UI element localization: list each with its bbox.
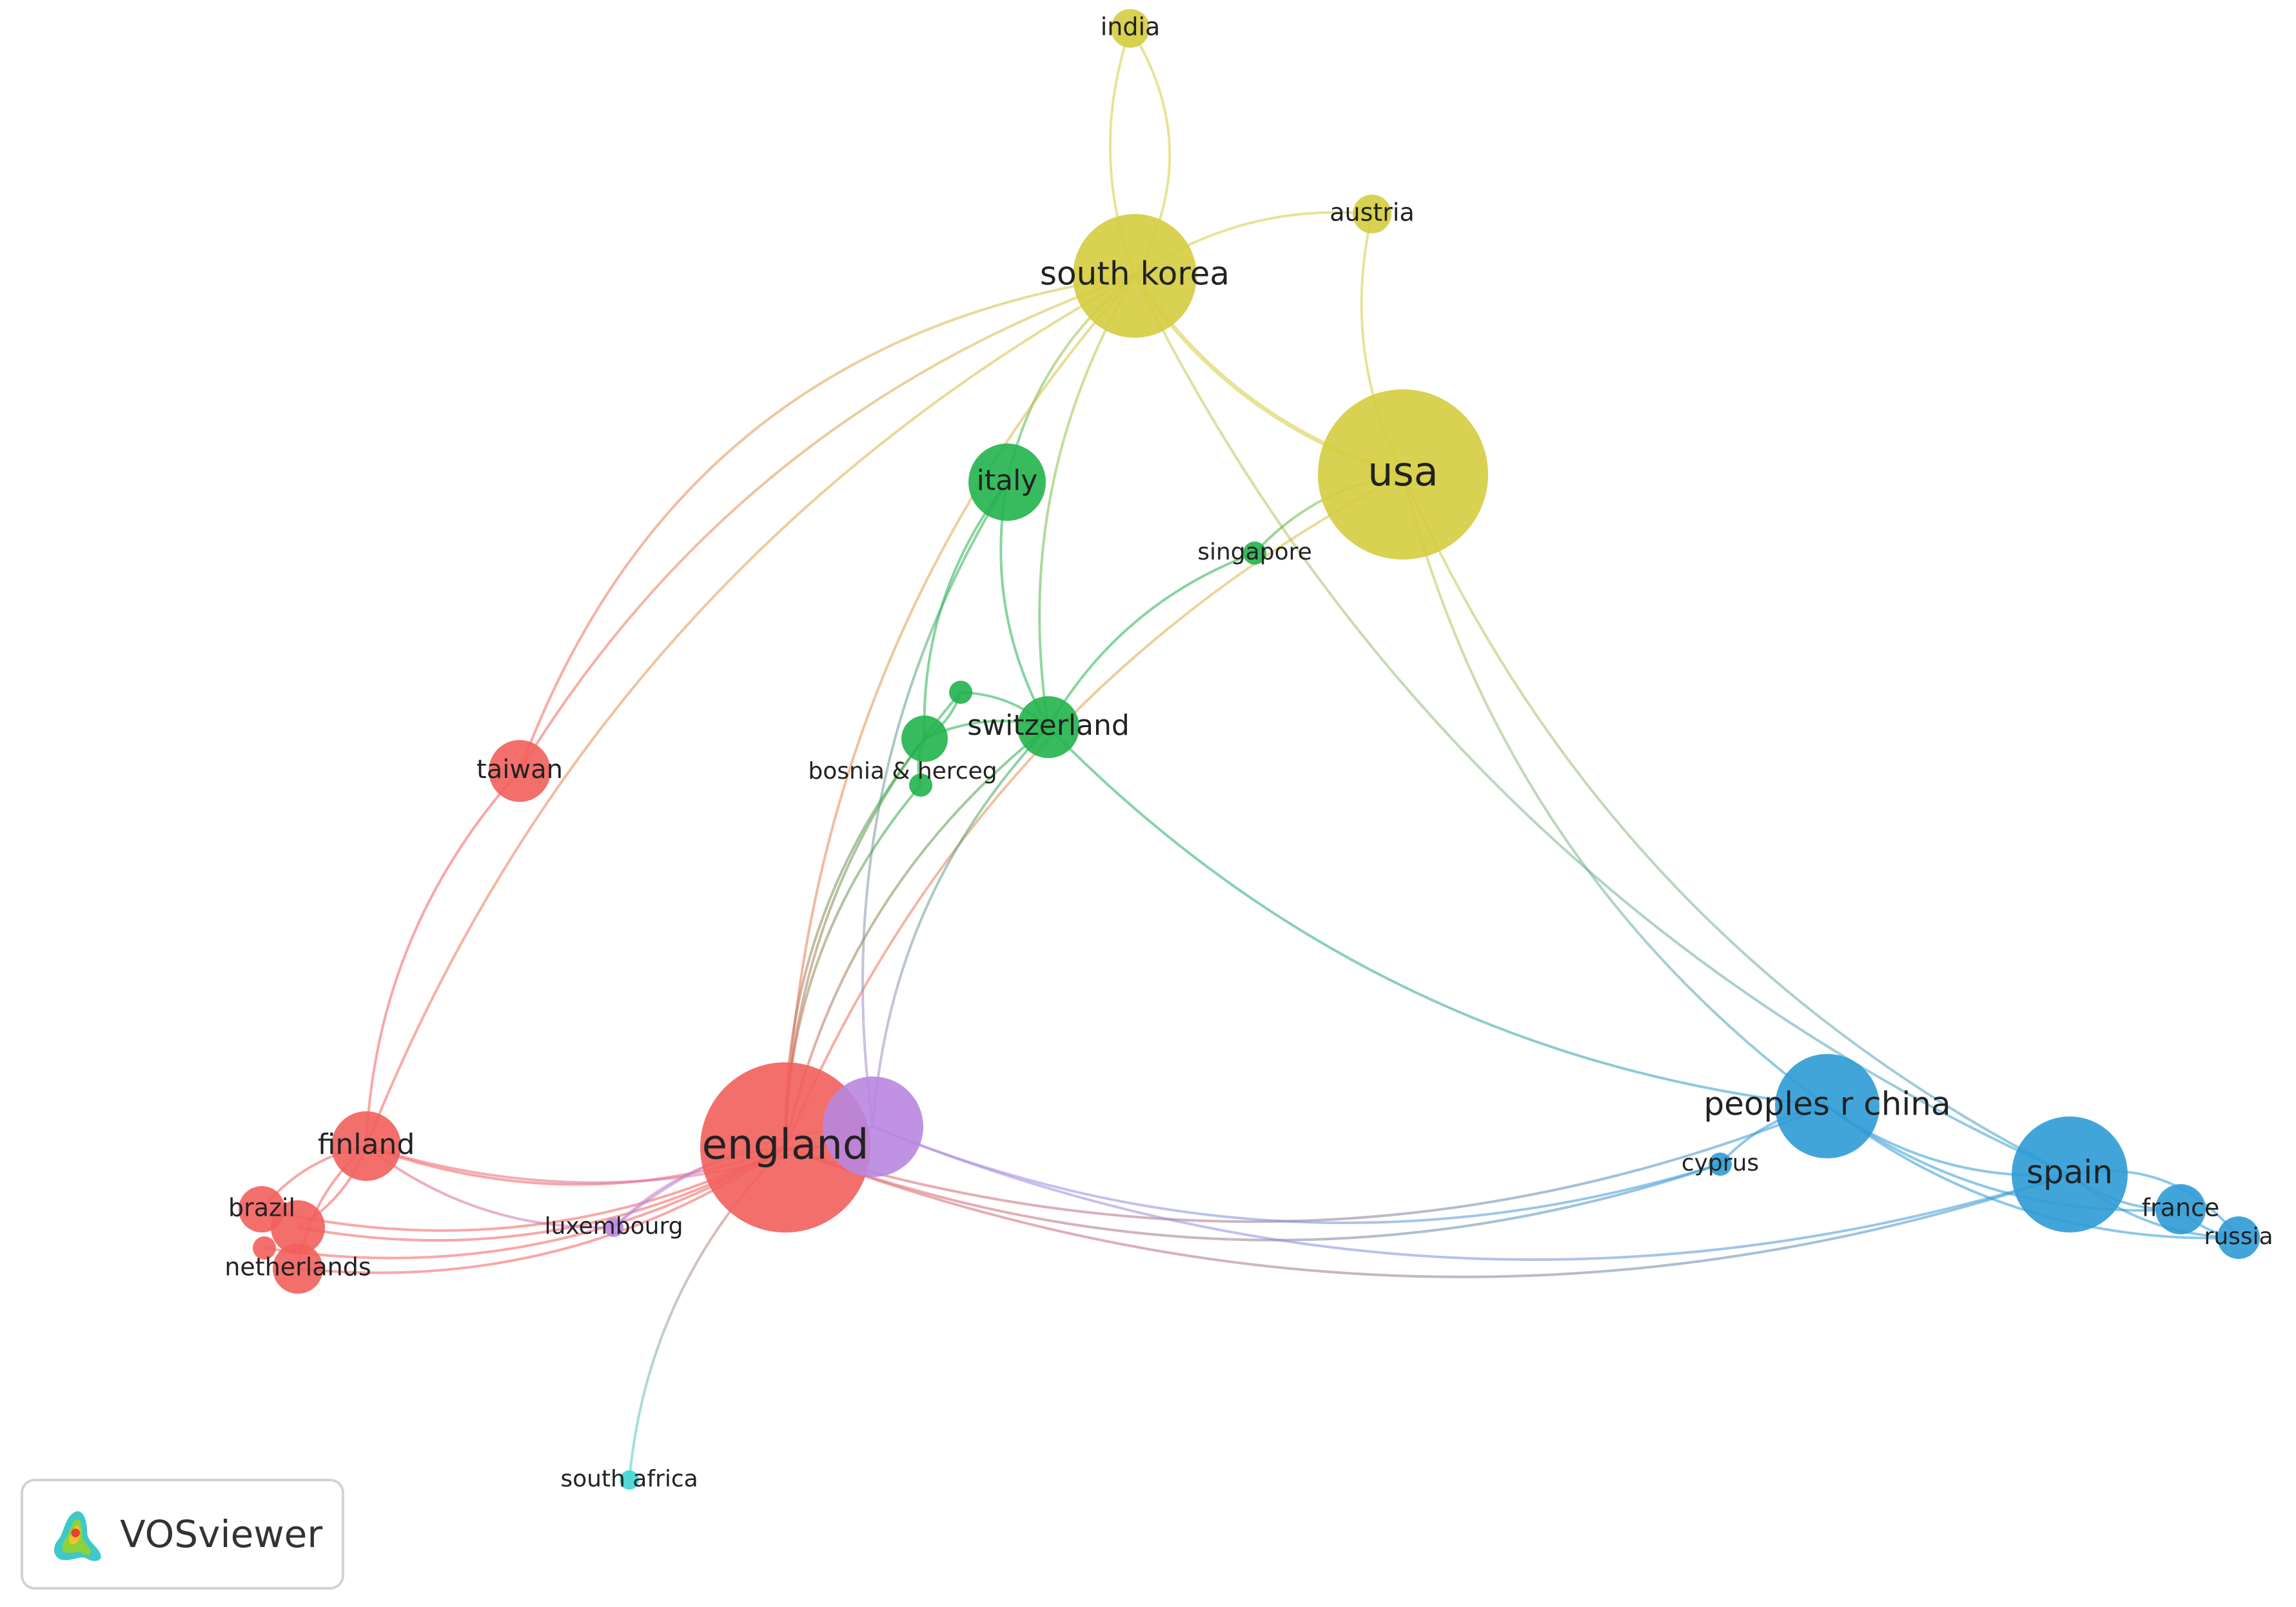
node-south-africa[interactable] (620, 1470, 639, 1490)
node-label-spain: spain (2026, 1154, 2113, 1191)
node-switzerland[interactable] (1017, 696, 1079, 758)
node-label-france: france (2142, 1194, 2220, 1222)
link-china-france (1826, 1105, 2181, 1212)
node-finland[interactable] (331, 1111, 401, 1181)
link-south-korea-taiwan (518, 275, 1135, 772)
link-singapore-switzerland (1047, 552, 1255, 728)
link-usa-spain (1402, 474, 2070, 1176)
node-singapore[interactable] (1243, 541, 1266, 565)
link-switzerland-china (1047, 726, 1828, 1107)
node-label-finland: finland (318, 1128, 415, 1161)
node-label-luxembourg: luxembourg (545, 1213, 683, 1240)
node-netherlands[interactable] (273, 1243, 323, 1294)
node-russia[interactable] (2217, 1216, 2260, 1259)
node-spain[interactable] (2012, 1116, 2128, 1232)
node-france[interactable] (2155, 1184, 2206, 1234)
node-label-bosnia: bosnia & herceg (808, 758, 997, 784)
node-label-china: peoples r china (1703, 1086, 1950, 1123)
node-usa[interactable] (1318, 389, 1488, 560)
node-label-switzerland: switzerland (967, 709, 1130, 742)
link-taiwan-finland (365, 770, 521, 1147)
link-england-spain (785, 1146, 2070, 1278)
node-red-small-2[interactable] (253, 1236, 276, 1260)
node-label-brazil: brazil (228, 1194, 295, 1222)
node-italy[interactable] (968, 443, 1046, 521)
node-india[interactable] (1111, 9, 1150, 48)
node-bosnia[interactable] (901, 716, 948, 762)
link-south-korea-spain (1133, 275, 2070, 1176)
link-england-cyprus (785, 1146, 1721, 1242)
vosviewer-heatmap-icon (54, 1511, 101, 1561)
vosviewer-logo: VOSviewer (21, 1479, 344, 1590)
vosviewer-logo-text: VOSviewer (120, 1512, 323, 1556)
link-taiwan-south-korea (518, 275, 1135, 772)
links-layer (260, 27, 2240, 1481)
link-south-korea-switzerland (1038, 275, 1136, 728)
node-label-netherlands: netherlands (224, 1253, 371, 1281)
node-taiwan[interactable] (489, 740, 551, 802)
node-austria[interactable] (1353, 195, 1391, 233)
node-green-small-1[interactable] (949, 681, 972, 704)
node-purple[interactable] (823, 1076, 923, 1177)
node-china[interactable] (1775, 1054, 1879, 1158)
link-purple-cyprus (872, 1125, 1721, 1225)
link-england-china (785, 1105, 1828, 1223)
node-label-south-korea: south korea (1040, 255, 1230, 293)
link-purple-spain (872, 1125, 2070, 1261)
node-label-india: india (1101, 13, 1161, 41)
node-red-small-1[interactable] (271, 1200, 325, 1254)
node-label-singapore: singapore (1197, 539, 1312, 565)
link-south-korea-finland (365, 275, 1135, 1147)
node-south-korea[interactable] (1073, 214, 1197, 338)
link-usa-england (784, 473, 1404, 1148)
node-label-austria: austria (1330, 199, 1415, 227)
link-usa-china (1402, 474, 1829, 1107)
nodes-layer (239, 9, 2260, 1490)
node-label-usa: usa (1368, 448, 1438, 495)
node-label-russia: russia (2204, 1223, 2273, 1250)
node-green-small-2[interactable] (909, 774, 932, 797)
node-label-england: england (702, 1122, 869, 1169)
node-label-italy: italy (977, 464, 1038, 497)
node-label-cyprus: cyprus (1682, 1150, 1759, 1176)
node-cyprus[interactable] (1709, 1153, 1732, 1176)
node-label-taiwan: taiwan (476, 755, 563, 784)
link-switzerland-purple (872, 726, 1050, 1127)
labels-layer: india austria south korea usa italy singapore… (224, 13, 2273, 1493)
node-luxembourg[interactable] (604, 1218, 623, 1237)
link-china-russia (1826, 1105, 2239, 1240)
link-italy-purple (861, 481, 1008, 1127)
node-label-south-africa: south africa (560, 1466, 698, 1492)
